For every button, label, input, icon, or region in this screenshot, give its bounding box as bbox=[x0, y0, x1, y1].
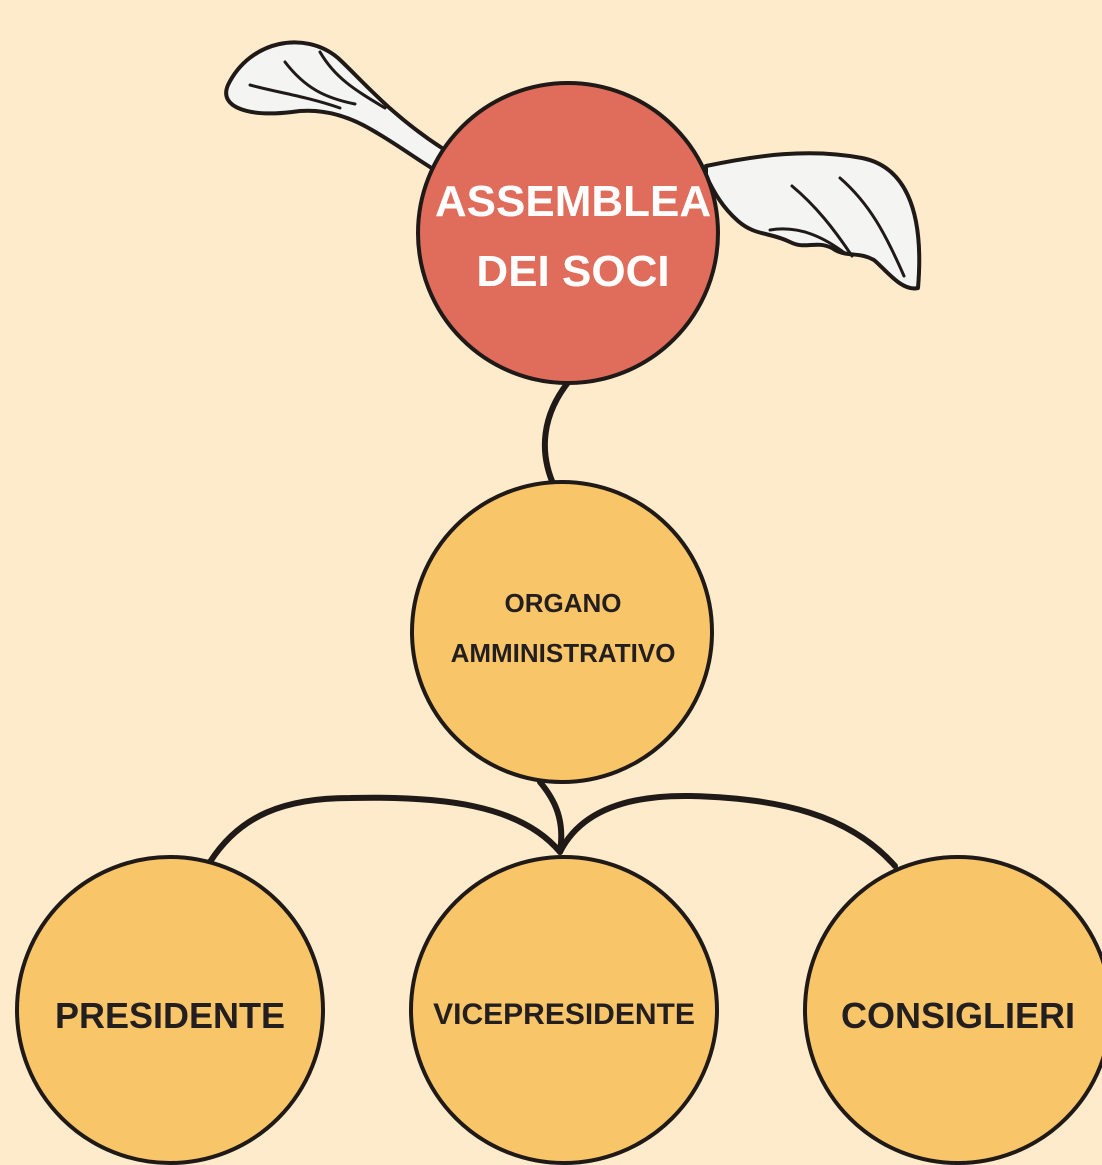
admin-body-label-line-2: AMMINISTRATIVO bbox=[451, 638, 676, 668]
admin-to-president-connector bbox=[207, 794, 563, 865]
admin-to-councillors-connector bbox=[557, 792, 898, 869]
president-node: PRESIDENTE bbox=[15, 855, 325, 1165]
assembly-circle bbox=[416, 81, 720, 385]
right-wing-feather-2-icon bbox=[838, 176, 906, 278]
wings-icon bbox=[224, 40, 922, 291]
president-circle bbox=[15, 855, 325, 1165]
councillors-circle bbox=[803, 855, 1102, 1165]
left-wing-feather-icon bbox=[283, 60, 357, 106]
left-wing-feather-3-icon bbox=[248, 83, 342, 110]
admin-to-vicepresident-connector bbox=[537, 779, 565, 855]
right-wing-icon bbox=[704, 151, 922, 291]
assembly-to-admin-connector bbox=[541, 377, 573, 491]
vice-president-circle bbox=[409, 855, 719, 1165]
right-wing-feather-icon bbox=[768, 227, 848, 256]
admin-body-label-line-1: ORGANO bbox=[505, 588, 622, 618]
right-wing-feather-3-icon bbox=[790, 184, 854, 258]
president-label: PRESIDENTE bbox=[55, 995, 285, 1036]
councillors-node: CONSIGLIERI bbox=[803, 855, 1102, 1165]
left-wing-icon bbox=[224, 40, 447, 178]
connectors bbox=[207, 377, 898, 869]
assembly-node: ASSEMBLEA DEI SOCI bbox=[416, 81, 720, 385]
vice-president-label: VICEPRESIDENTE bbox=[433, 998, 695, 1031]
admin-body-node: ORGANO AMMINISTRATIVO bbox=[410, 480, 714, 784]
admin-body-circle bbox=[410, 480, 714, 784]
vice-president-node: VICEPRESIDENTE bbox=[409, 855, 719, 1165]
assembly-label-line-2: DEI SOCI bbox=[476, 247, 669, 296]
councillors-label: CONSIGLIERI bbox=[841, 995, 1075, 1036]
left-wing-feather-2-icon bbox=[318, 50, 387, 110]
assembly-label-line-1: ASSEMBLEA bbox=[435, 177, 711, 226]
